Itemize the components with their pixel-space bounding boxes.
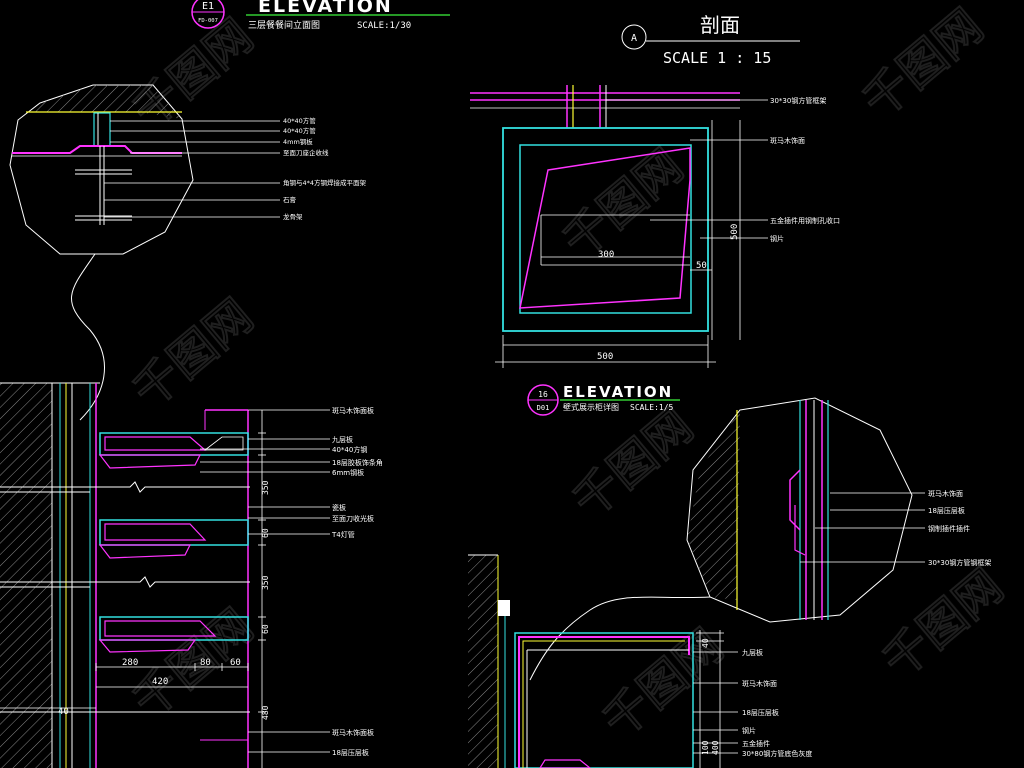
note-sa-0: 30*30钢方管框架 [770,96,826,105]
header-16: 16 D01 ELEVATION 壁式展示柜详图 SCALE:1/5 [527,383,680,416]
note-tl-5: 石膏 [283,195,297,204]
note-se-0: 斑马木饰面板 [332,406,374,415]
note-dr-2: 钢制插件插件 [928,524,970,533]
shelf-1 [98,432,249,469]
dim-h1: 40 [701,638,710,648]
shelf-2 [98,519,249,559]
section-a-title: 剖面 [700,13,740,37]
note-tl-6: 龙骨架 [283,212,303,221]
section-a-scale: SCALE 1 : 15 [663,49,771,67]
cabinet-bottom: 40 100 400 九层板 斑马木饰面 18层压层板 钢片 五金插件 30*8… [468,554,812,768]
note-dr-1: 18层压层板 [928,506,965,515]
dim-h2: 100 [701,740,710,755]
dim-d7: 60 [230,658,241,668]
dim-d8: 420 [152,677,168,687]
note-se-5: 瓷板 [332,503,346,512]
note-cb-2: 18层压层板 [742,708,779,717]
watermark-text: 千图网 [122,288,262,418]
note-tl-0: 40*40方管 [283,116,316,125]
note-se-1: 九层板 [332,435,353,444]
dim-d2: 60 [261,528,270,538]
note-tl-3: 至面刀座企收线 [283,148,329,157]
note-cb-0: 九层板 [742,648,763,657]
note-cb-1: 斑马木饰面 [742,679,777,688]
header-e1: E1 FD-007 ELEVATION 三层餐餐间立面图 SCALE:1/30 [191,0,450,31]
shelf-elevation: 350 60 350 60 480 280 80 60 420 40 [0,382,383,768]
note-se-6: 至面刀收光板 [332,514,374,523]
dim-d3: 350 [261,575,270,590]
section-a-badge: A [631,33,637,44]
section-a: A 剖面 SCALE 1 : 15 300 50 500 500 [470,13,840,368]
watermark-text: 千图网 [122,8,262,138]
note-se-7: T4灯管 [331,530,355,539]
note-sa-1: 斑马木饰面 [770,136,805,145]
e1-subtitle: 三层餐餐间立面图 [248,19,320,31]
h16-title: ELEVATION [563,383,673,401]
dim-d1: 350 [261,480,270,495]
watermark-text: 千图网 [872,558,1012,688]
note-sa-3: 钢片 [770,234,784,243]
note-se-4: 6mm钢板 [332,468,364,477]
note-se-8: 斑马木饰面板 [332,728,374,737]
note-cb-5: 30*80钢方管底色灰度 [742,749,812,758]
note-dr-0: 斑马木饰面 [928,489,963,498]
detail-octagon-right: 斑马木饰面 18层压层板 钢制插件插件 30*30钢方管钢框架 [529,397,991,681]
section-a-dim-inner: 300 [598,250,614,260]
section-a-dim-height: 500 [730,224,740,240]
watermark-text: 千图网 [562,398,702,528]
e1-scale: SCALE:1/30 [357,21,411,31]
dim-d9: 40 [58,707,69,717]
watermark-text: 千图网 [852,0,992,128]
note-se-3: 18层胶板饰条角 [332,458,383,467]
dim-d6: 80 [200,658,211,668]
note-sa-2: 五金插件用钢制孔收口 [770,216,840,225]
e1-badge-top: E1 [202,1,214,12]
dim-d5: 280 [122,658,138,668]
note-tl-1: 40*40方管 [283,126,316,135]
note-tl-2: 4mm钢板 [283,137,313,146]
shelf-3 [98,616,249,653]
note-tl-4: 角钢与4*4方钢焊接成平面架 [283,178,367,187]
e1-badge-bottom: FD-007 [198,18,218,24]
dim-d10: 480 [261,705,270,720]
dim-h3: 400 [711,740,720,755]
h16-scale: SCALE:1/5 [630,403,674,412]
note-cb-4: 五金插件 [742,739,770,748]
h16-badge-top: 16 [538,390,548,399]
dim-d4: 60 [261,624,270,634]
h16-badge-bottom: D01 [537,404,550,412]
section-a-dim-offset: 50 [696,261,707,271]
h16-subtitle: 壁式展示柜详图 [563,402,619,412]
detail-octagon-top-left: 40*40方管 40*40方管 4mm钢板 至面刀座企收线 角钢与4*4方钢焊接… [9,84,367,421]
note-se-9: 18层压层板 [332,748,369,757]
note-dr-3: 30*30钢方管钢框架 [928,558,991,567]
watermark-text: 千图网 [122,598,262,728]
e1-title: ELEVATION [258,0,393,17]
note-se-2: 40*40方钢 [332,445,367,454]
section-a-dim-outer: 500 [597,352,613,362]
note-cb-3: 钢片 [742,726,756,735]
